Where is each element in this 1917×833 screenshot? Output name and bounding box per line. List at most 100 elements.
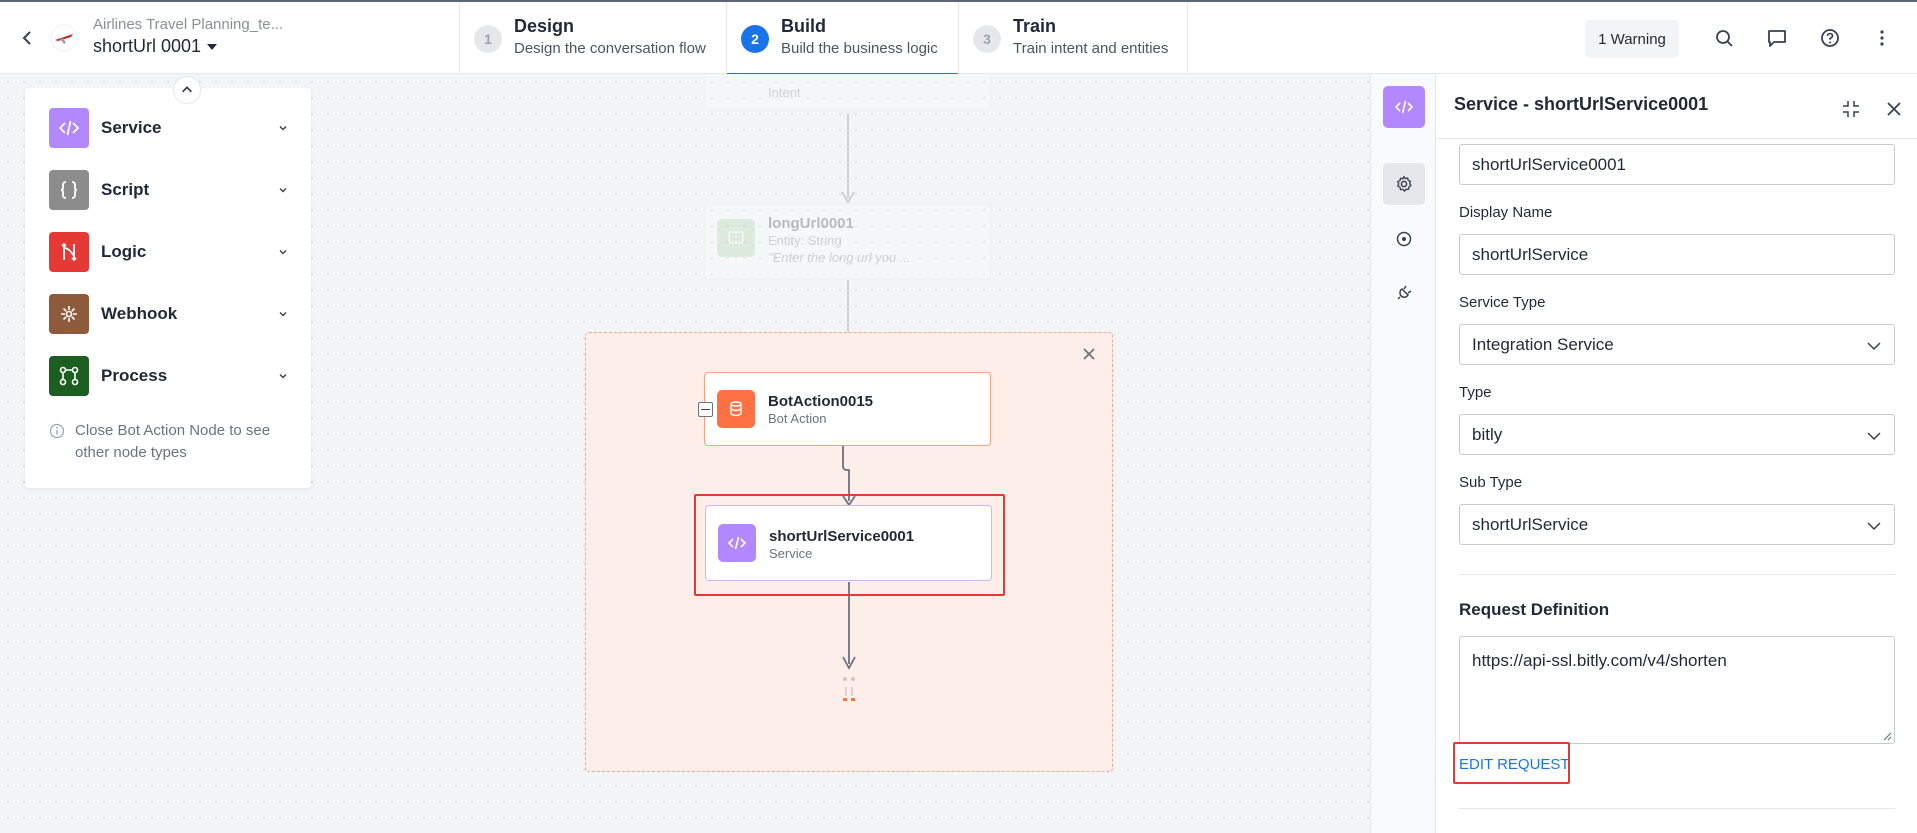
palette-item-process[interactable]: Process [49, 356, 289, 396]
braces-icon [49, 170, 89, 210]
palette-item-label: Logic [101, 242, 147, 261]
tab-design[interactable]: 1 Design Design the conversation flow [459, 2, 726, 76]
back-arrow-icon[interactable] [16, 24, 38, 52]
palette-item-label: Webhook [101, 304, 178, 323]
step-number: 2 [741, 25, 769, 53]
caret-down-icon [207, 44, 218, 51]
palette-item-service[interactable]: Service [49, 108, 289, 148]
target-icon[interactable] [1383, 218, 1425, 260]
entity-icon [717, 219, 755, 257]
bot-action-node[interactable]: BotAction0015 Bot Action [704, 372, 991, 446]
chevron-down-icon [279, 312, 287, 317]
app-logo [50, 24, 78, 52]
node-title: BotAction0015 [768, 393, 874, 410]
step-title: Design [514, 16, 575, 36]
more-vertical-icon[interactable] [1870, 26, 1894, 50]
node-subtitle: Intent [768, 85, 801, 100]
chevron-down-icon [1867, 522, 1881, 531]
name-input[interactable]: shortUrlService0001 [1459, 144, 1895, 185]
section-divider [1459, 574, 1895, 575]
code-icon [49, 108, 89, 148]
type-value: bitly [1472, 424, 1503, 444]
step-number: 1 [474, 25, 502, 53]
panel-title: Service - shortUrlService0001 [1454, 94, 1709, 114]
entity-prompt: "Enter the long url you ... [768, 250, 911, 265]
bot-action-icon [717, 390, 755, 428]
flow-canvas[interactable]: Service Script Logic Webhook [0, 74, 1370, 833]
palette-item-webhook[interactable]: Webhook [49, 294, 289, 334]
close-icon[interactable] [1079, 344, 1099, 364]
app-name: Airlines Travel Planning_te... [93, 16, 284, 33]
chevron-down-icon [279, 250, 287, 255]
node-subtitle: Bot Action [768, 411, 827, 426]
close-icon[interactable] [1883, 98, 1905, 120]
properties-toolbar [1370, 74, 1436, 833]
step-subtitle: Design the conversation flow [514, 40, 706, 57]
service-type-value: Integration Service [1472, 334, 1614, 354]
tab-train[interactable]: 3 Train Train intent and entities [958, 2, 1188, 76]
service-node[interactable]: shortUrlService0001 Service [705, 505, 992, 581]
sub-type-label: Sub Type [1459, 474, 1523, 491]
gear-icon[interactable] [1383, 163, 1425, 205]
tab-build[interactable]: 2 Build Build the business logic [726, 2, 958, 77]
step-title: Build [781, 16, 826, 36]
entity-node[interactable]: longUrl0001 Entity: String "Enter the lo… [704, 204, 991, 280]
collapse-minus-icon[interactable] [698, 402, 713, 417]
step-number: 3 [973, 25, 1001, 53]
node-title: longUrl0001 [768, 215, 854, 232]
chevron-down-icon [279, 374, 287, 379]
process-icon [49, 356, 89, 396]
service-type-select[interactable]: Integration Service [1459, 324, 1895, 365]
resize-grip-icon[interactable] [1880, 729, 1892, 741]
section-divider [1459, 808, 1895, 809]
name-input-value: shortUrlService0001 [1472, 154, 1627, 174]
request-url-textarea[interactable]: https://api-ssl.bitly.com/v4/shorten [1459, 636, 1895, 744]
palette-item-script[interactable]: Script [49, 170, 289, 210]
step-subtitle: Train intent and entities [1013, 40, 1169, 57]
display-name-label: Display Name [1459, 204, 1553, 221]
edit-request-button[interactable]: EDIT REQUEST [1459, 756, 1570, 773]
display-name-input[interactable]: shortUrlService [1459, 234, 1895, 275]
info-icon [49, 423, 65, 439]
sub-type-select[interactable]: shortUrlService [1459, 504, 1895, 545]
palette-note: Close Bot Action Node to see other node … [49, 420, 289, 464]
display-name-value: shortUrlService [1472, 244, 1589, 264]
palette-note-text: Close Bot Action Node to see other node … [75, 422, 271, 461]
sub-type-value: shortUrlService [1472, 514, 1589, 534]
type-select[interactable]: bitly [1459, 414, 1895, 455]
minimize-icon[interactable] [1840, 98, 1862, 120]
node-title: shortUrlService0001 [769, 528, 915, 545]
flow-name-label: shortUrl 0001 [93, 36, 202, 56]
palette-item-label: Script [101, 180, 150, 199]
chat-icon[interactable] [1765, 26, 1789, 50]
node-palette: Service Script Logic Webhook [25, 76, 311, 488]
chevron-down-icon [1867, 342, 1881, 351]
intent-node[interactable]: Intent [704, 74, 991, 110]
chevron-down-icon [279, 188, 287, 193]
node-subtitle: Entity: String [768, 233, 842, 248]
collapse-chevron-up-icon[interactable] [173, 76, 201, 104]
panel-divider [1436, 138, 1917, 139]
plug-icon[interactable] [1383, 272, 1425, 314]
properties-panel: Service - shortUrlService0001 shortUrlSe… [1436, 74, 1917, 833]
webhook-icon [49, 294, 89, 334]
step-title: Train [1013, 16, 1057, 36]
step-subtitle: Build the business logic [781, 40, 938, 57]
code-icon[interactable] [1383, 86, 1425, 128]
request-url-value: https://api-ssl.bitly.com/v4/shorten [1472, 651, 1727, 670]
logic-icon [49, 232, 89, 272]
chevron-down-icon [1867, 432, 1881, 441]
palette-item-label: Process [101, 366, 168, 385]
node-subtitle: Service [769, 546, 813, 561]
palette-item-logic[interactable]: Logic [49, 232, 289, 272]
type-label: Type [1459, 384, 1492, 401]
top-header: Airlines Travel Planning_te... shortUrl … [0, 0, 1917, 77]
flow-name-dropdown[interactable]: shortUrl 0001 [93, 36, 218, 57]
request-definition-title: Request Definition [1459, 600, 1610, 619]
code-icon [718, 524, 756, 562]
chevron-down-icon [279, 126, 287, 131]
search-icon[interactable] [1712, 26, 1736, 50]
service-type-label: Service Type [1459, 294, 1546, 311]
help-icon[interactable] [1818, 26, 1842, 50]
warning-button[interactable]: 1 Warning [1585, 20, 1679, 58]
